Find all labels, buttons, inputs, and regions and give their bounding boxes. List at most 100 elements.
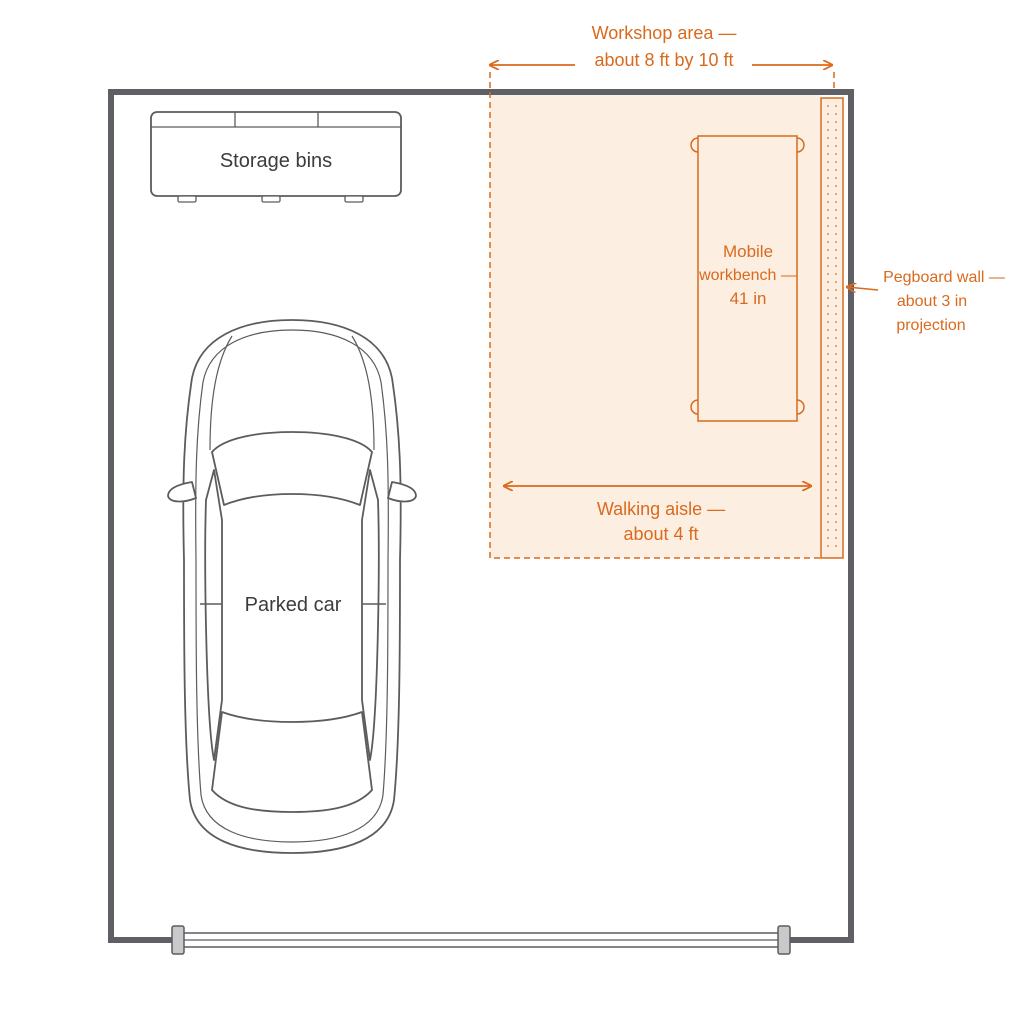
pegboard-hole [827,505,829,507]
pegboard-hole [835,145,837,147]
pegboard-hole [827,521,829,523]
pegboard-hole [835,177,837,179]
pegboard-hole [835,289,837,291]
pegboard-hole [827,281,829,283]
pegboard-hole [827,217,829,219]
workshop-title-line2: about 8 ft by 10 ft [594,50,733,70]
pegboard-hole [835,521,837,523]
pegboard-hole [835,193,837,195]
pegboard-hole [827,481,829,483]
storage-bins-label: Storage bins [220,150,332,172]
pegboard-hole [835,321,837,323]
pegboard-hole [827,345,829,347]
pegboard-hole [835,105,837,107]
pegboard-hole [827,161,829,163]
pegboard-hole [827,145,829,147]
car-left-mirror [167,481,197,503]
workbench-caster-bl [690,399,699,415]
pegboard-hole [835,545,837,547]
pegboard-hole [827,225,829,227]
pegboard-hole [827,193,829,195]
pegboard-hole [827,401,829,403]
pegboard-hole [835,385,837,387]
pegboard-hole [835,225,837,227]
workbench-top [697,135,798,422]
pegboard-hole [835,433,837,435]
pegboard-hole [835,201,837,203]
pegboard-hole [827,289,829,291]
pegboard-hole [835,241,837,243]
pegboard-hole [835,257,837,259]
pegboard-hole [827,537,829,539]
pegboard-hole [835,465,837,467]
parked-car [167,319,417,854]
pegboard-hole [835,473,837,475]
pegboard-hole [835,161,837,163]
car-body [182,319,402,854]
pegboard-hole [827,177,829,179]
pegboard-hole [835,513,837,515]
pegboard-hole [835,353,837,355]
workbench-caster-tr [796,137,805,153]
pegboard-hole [827,249,829,251]
pegboard-hole [827,433,829,435]
pegboard-hole [835,401,837,403]
pegboard-hole [835,121,837,123]
walking-aisle-label-line1: Walking aisle — [597,499,725,519]
pegboard-hole [835,457,837,459]
pegboard-hole [827,529,829,531]
pegboard-hole [827,497,829,499]
garage-door-right-post [777,925,791,955]
pegboard-hole [827,513,829,515]
pegboard-hole [827,489,829,491]
pegboard-hole [827,185,829,187]
pegboard-hole [827,361,829,363]
car-hood-crease-right [351,335,375,451]
pegboard-hole [835,441,837,443]
car-hood-crease-left [209,335,233,451]
pegboard-hole [835,393,837,395]
car-rear-window [211,711,373,813]
pegboard-hole [835,169,837,171]
pegboard-hole [827,457,829,459]
pegboard-hole [827,393,829,395]
pegboard-hole [835,129,837,131]
workbench-caster-br [796,399,805,415]
pegboard-label-line3: projection [896,317,965,334]
pegboard-hole [827,369,829,371]
pegboard-hole [827,169,829,171]
pegboard-hole [835,185,837,187]
pegboard-hole [835,329,837,331]
pegboard-hole [827,233,829,235]
pegboard-hole [827,129,829,131]
pegboard-hole [827,545,829,547]
pegboard-hole [827,121,829,123]
garage-door[interactable] [171,925,791,955]
pegboard-hole [835,337,837,339]
pegboard-hole [827,153,829,155]
storage-bin-foot-2 [261,195,281,203]
pegboard-hole [835,489,837,491]
pegboard-hole [827,441,829,443]
pegboard-hole [835,361,837,363]
pegboard-hole [835,313,837,315]
pegboard-hole [827,209,829,211]
pegboard-hole [827,417,829,419]
pegboard-label-line1: Pegboard wall — [883,269,1005,286]
pegboard-hole [835,297,837,299]
pegboard-hole [827,329,829,331]
pegboard-hole [835,345,837,347]
storage-bin-foot-3 [344,195,364,203]
pegboard-leader-arrow [847,287,879,290]
pegboard-holes [827,105,837,547]
pegboard-hole [827,385,829,387]
car-body-inner [195,329,389,843]
pegboard-hole [827,465,829,467]
pegboard-hole [835,273,837,275]
pegboard-hole [827,257,829,259]
workshop-title-line1: Workshop area — [592,23,737,43]
walking-aisle-label-line2: about 4 ft [623,524,698,544]
garage-door-left-post [171,925,185,955]
garage-walls [108,89,854,943]
